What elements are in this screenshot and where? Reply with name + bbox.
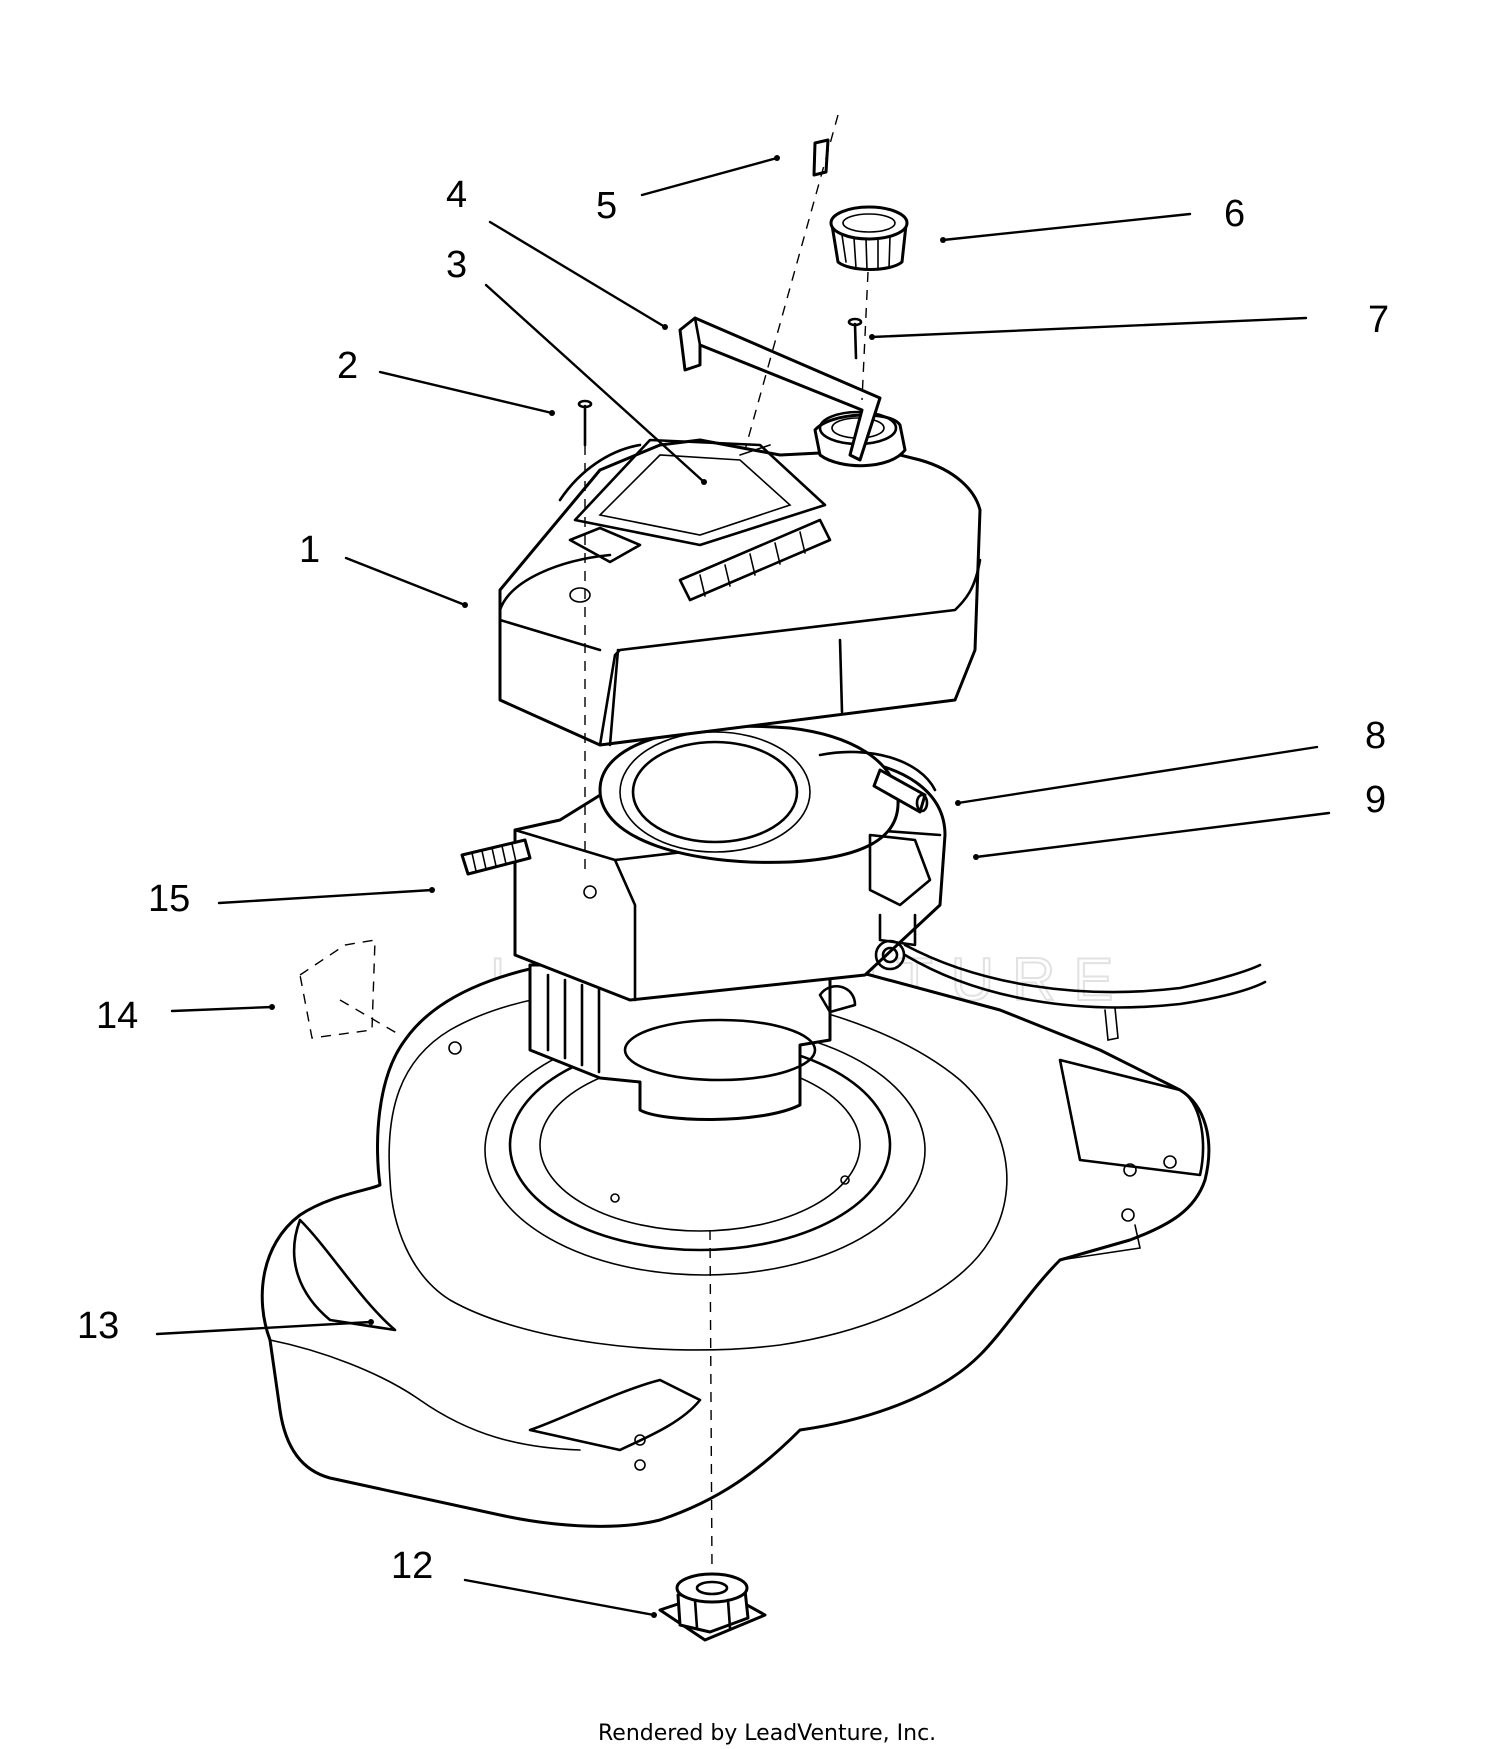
- explode-lines: [584, 114, 869, 1571]
- callout-labels: 1 2 3 4 5 6 7 8 9 12 13 14 15: [77, 174, 1389, 1587]
- part-3-label: [739, 444, 771, 456]
- callout-7: 7: [1368, 299, 1389, 341]
- callout-14: 14: [96, 995, 138, 1037]
- part-2-screw: [577, 399, 593, 447]
- part-1-cover: [498, 410, 982, 747]
- callout-4: 4: [446, 174, 467, 216]
- callout-6: 6: [1224, 193, 1245, 235]
- credit-text: Rendered by LeadVenture, Inc.: [598, 1721, 936, 1746]
- part-5-fitting: [812, 138, 830, 177]
- part-15-spring: [460, 838, 532, 876]
- mower-deck: [260, 952, 1211, 1528]
- part-8-tube: [872, 768, 929, 814]
- callout-3: 3: [446, 244, 467, 286]
- callout-13: 13: [77, 1305, 119, 1347]
- callout-1: 1: [299, 529, 320, 571]
- part-12-adapter: [658, 1572, 767, 1642]
- callout-5: 5: [596, 185, 617, 227]
- part-4-handle: [678, 316, 882, 462]
- part-14-decal: [299, 939, 401, 1039]
- callout-9: 9: [1365, 779, 1386, 821]
- part-6-cap: [829, 205, 909, 271]
- part-7-screw: [847, 317, 863, 360]
- callout-12: 12: [391, 1545, 433, 1587]
- leader-lines: [155, 155, 1331, 1618]
- callout-15: 15: [148, 878, 190, 920]
- engine-assembly: [513, 724, 1267, 1121]
- callout-2: 2: [337, 345, 358, 387]
- callout-8: 8: [1365, 715, 1386, 757]
